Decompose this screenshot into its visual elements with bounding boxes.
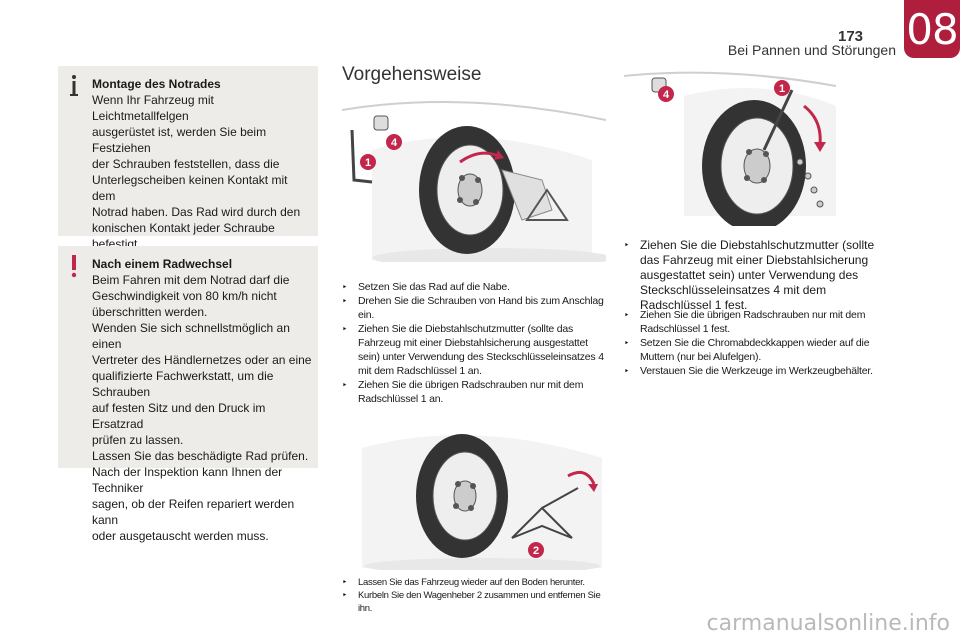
callout-badge-2: 2 (528, 542, 544, 558)
rotation-arrow-icon (803, 104, 822, 145)
chapter-number: 08 (906, 4, 958, 54)
svg-text:1: 1 (779, 83, 785, 95)
jack-icon (525, 188, 569, 221)
steps-list-col1: ‣Setzen Sie das Rad auf die Nabe. ‣Drehe… (342, 280, 604, 406)
steps-list-col1-bottom: ‣Lassen Sie das Fahrzeug wieder auf den … (342, 576, 606, 615)
rotation-arrow-icon (567, 470, 596, 485)
step-item: ‣Kurbeln Sie den Wagenheber 2 zusammen u… (342, 590, 601, 614)
figure-tighten-nut: 4 1 (624, 66, 836, 226)
bullet-icon: ‣ (342, 324, 348, 334)
info-note-body: Wenn Ihr Fahrzeug mit Leichtmetallfelgen… (92, 93, 301, 251)
bullet-icon: ‣ (624, 366, 630, 376)
wheel-wrench-icon (350, 129, 373, 184)
rotation-arrow-icon (459, 151, 499, 164)
steps-list-col2-small: ‣Ziehen Sie die übrigen Radschrauben nur… (624, 308, 884, 378)
step-item: ‣Ziehen Sie die übrigen Radschrauben nur… (342, 379, 584, 405)
jack-icon (511, 506, 573, 539)
step-item: ‣Ziehen Sie die übrigen Radschrauben nur… (624, 309, 866, 335)
wheel-wrench-icon (762, 89, 794, 151)
svg-text:2: 2 (533, 545, 539, 557)
svg-text:4: 4 (663, 89, 670, 101)
bullet-icon: ‣ (342, 577, 348, 587)
bullet-icon: ‣ (624, 338, 630, 348)
info-icon (70, 75, 78, 96)
socket-icon (373, 115, 389, 131)
bullet-icon: ‣ (342, 590, 348, 600)
callout-badge-1: 1 (774, 80, 790, 96)
warning-note-body: Beim Fahren mit dem Notrad darf die Gesc… (92, 273, 312, 543)
watermark: carmanualsonline.info (706, 611, 950, 636)
callout-badge-4: 4 (658, 86, 674, 102)
bullet-icon: ‣ (624, 310, 630, 320)
step-item: ‣Verstauen Sie die Werkzeuge im Werkzeug… (624, 365, 873, 377)
figure-fit-wheel: 1 4 (342, 90, 606, 262)
callout-badge-1: 1 (360, 154, 376, 170)
bullet-icon: ‣ (624, 240, 630, 250)
info-note: Montage des Notrades Wenn Ihr Fahrzeug m… (58, 66, 318, 251)
section-title: Vorgehensweise (342, 64, 482, 85)
chapter-tab: 08 (904, 0, 960, 58)
callout-badge-4: 4 (386, 134, 402, 150)
bullet-icon: ‣ (342, 282, 348, 292)
step-item: ‣Ziehen Sie die Diebstahlschutzmutter (s… (342, 323, 604, 377)
warning-note-heading: Nach einem Radwechsel (92, 257, 233, 271)
bullet-icon: ‣ (342, 380, 348, 390)
svg-text:4: 4 (391, 137, 398, 149)
page-number: 173 (838, 28, 864, 45)
chapter-title: Bei Pannen und Störungen (727, 42, 896, 58)
steps-list-col2: ‣Ziehen Sie die Diebstahlschutzmutter (s… (624, 238, 880, 313)
svg-text:1: 1 (365, 157, 371, 169)
figure-lower-vehicle: 2 (342, 418, 606, 570)
step-item: ‣Ziehen Sie die Diebstahlschutzmutter (s… (624, 238, 875, 312)
warning-note: Nach einem Radwechsel Beim Fahren mit de… (58, 246, 318, 543)
step-item: ‣Setzen Sie die Chromabdeckkappen wieder… (624, 337, 870, 363)
step-item: ‣Setzen Sie das Rad auf die Nabe. (342, 281, 510, 293)
bullet-icon: ‣ (342, 296, 348, 306)
step-item: ‣Drehen Sie die Schrauben von Hand bis z… (342, 295, 604, 321)
info-note-heading: Montage des Notrades (92, 77, 221, 91)
warning-icon (71, 255, 77, 278)
step-item: ‣Lassen Sie das Fahrzeug wieder auf den … (342, 577, 585, 588)
